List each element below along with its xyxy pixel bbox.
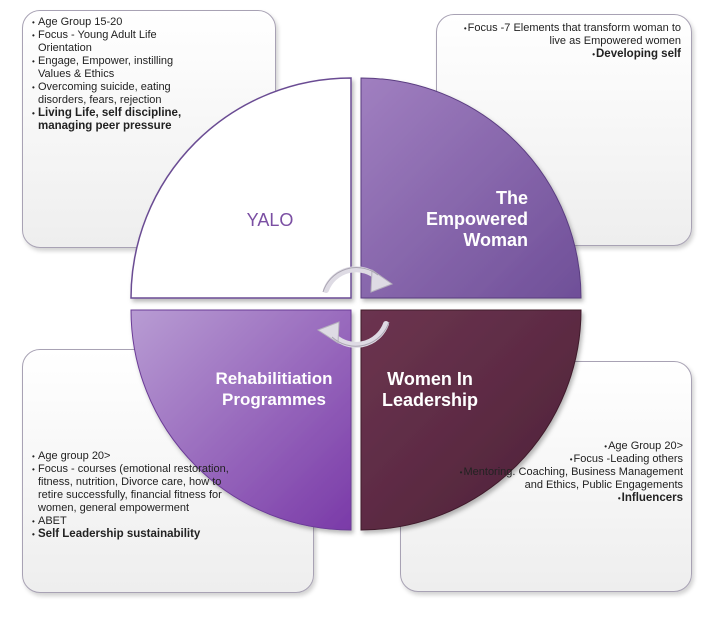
note-item: Age Group 20>: [440, 440, 683, 453]
note-item: Focus -Leading others: [440, 453, 683, 466]
note-item: Focus - Young Adult Life Orientation: [32, 29, 194, 55]
note-item: Developing self: [450, 48, 681, 61]
label-empowered-woman: The Empowered Woman: [388, 188, 528, 251]
arrowhead-icon: [370, 269, 394, 293]
note-item: Age group 20>: [32, 450, 232, 463]
label-rehabilitation: Rehabilitiation Programmes: [186, 368, 362, 410]
label-line: Programmes: [222, 390, 326, 409]
note-item: Age Group 15-20: [32, 16, 194, 29]
label-leadership: Women In Leadership: [370, 369, 490, 411]
note-item: ABET: [32, 515, 232, 528]
label-line: Woman: [463, 230, 528, 250]
label-line: Women In: [387, 369, 473, 389]
quadrant-empowered-woman: [360, 77, 582, 299]
label-line: Leadership: [381, 390, 479, 410]
label-yalo: YALO: [246, 210, 294, 230]
note-item: Focus - courses (emotional restoration, …: [32, 463, 232, 515]
notes-youth: Age Group 15-20 Focus - Young Adult Life…: [32, 16, 194, 133]
notes-rehabilitation: Age group 20> Focus - courses (emotional…: [32, 450, 232, 541]
arrowhead-icon: [316, 321, 340, 344]
note-item: Focus -7 Elements that transform woman t…: [450, 22, 681, 48]
note-item: Overcoming suicide, eating disorders, fe…: [32, 81, 194, 107]
notes-empowered-woman: Focus -7 Elements that transform woman t…: [450, 22, 681, 61]
note-item: Engage, Empower, instilling Values & Eth…: [32, 55, 194, 81]
note-item: Influencers: [440, 492, 683, 505]
notes-leadership: Age Group 20> Focus -Leading others Ment…: [440, 440, 683, 505]
label-line: Rehabilitiation: [215, 369, 333, 388]
label-line: Empowered: [425, 209, 528, 229]
note-item: Self Leadership sustainability: [32, 528, 232, 541]
note-item: Living Life, self discipline, managing p…: [32, 107, 194, 133]
note-item: Mentoring. Coaching, Business Management…: [440, 466, 683, 492]
label-line: The: [495, 188, 528, 208]
quadrant-yalo: [130, 77, 352, 299]
